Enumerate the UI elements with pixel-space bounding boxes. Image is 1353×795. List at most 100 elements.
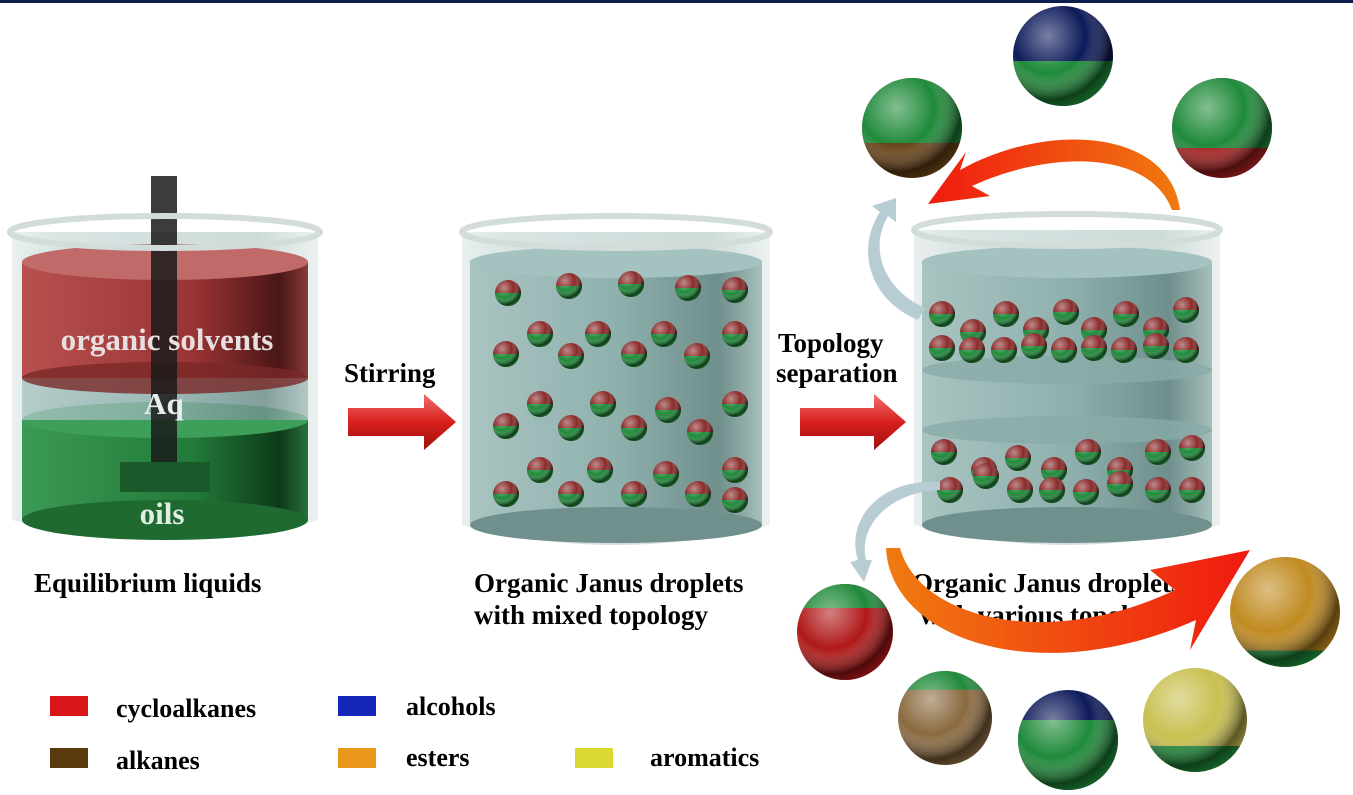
janus-droplet (493, 341, 519, 367)
janus-droplet (991, 337, 1017, 363)
separation-arrow (800, 394, 906, 450)
janus-droplet (1075, 439, 1101, 465)
janus-droplet (621, 481, 647, 507)
janus-droplet (1039, 477, 1065, 503)
janus-droplet (558, 481, 584, 507)
legend-item-alcohols: alcohols (338, 692, 496, 721)
janus-droplet (1007, 477, 1033, 503)
janus-droplet (1143, 333, 1169, 359)
janus-droplet (1051, 337, 1077, 363)
janus-droplet (993, 301, 1019, 327)
janus-droplet (558, 415, 584, 441)
janus-droplet (722, 321, 748, 347)
janus-droplet (1018, 690, 1118, 790)
beaker-equilibrium: organic solvents Aq oils (7, 176, 323, 540)
janus-droplet (1111, 337, 1137, 363)
svg-text:alcohols: alcohols (406, 692, 496, 721)
svg-text:aromatics: aromatics (650, 743, 759, 772)
janus-droplet (556, 273, 582, 299)
janus-droplet (527, 391, 553, 417)
janus-droplet (653, 461, 679, 487)
janus-droplet (585, 321, 611, 347)
janus-droplet (1041, 457, 1067, 483)
janus-droplet (495, 280, 521, 306)
janus-droplet (621, 415, 647, 441)
janus-droplet (587, 457, 613, 483)
janus-droplet (618, 271, 644, 297)
stirring-label: Stirring (344, 358, 436, 388)
caption-mixed-line2: with mixed topology (474, 600, 709, 630)
janus-droplet (937, 477, 963, 503)
janus-droplet (651, 321, 677, 347)
janus-droplet (1172, 78, 1272, 178)
svg-text:cycloalkanes: cycloalkanes (116, 694, 256, 723)
janus-droplet (1179, 477, 1205, 503)
janus-droplet (973, 463, 999, 489)
janus-droplet (1173, 297, 1199, 323)
legend-item-esters: esters (338, 743, 470, 772)
janus-droplet (1230, 557, 1340, 667)
small-arrow-bottom (850, 481, 940, 582)
janus-droplet (527, 457, 553, 483)
droplets-separated (929, 297, 1205, 505)
janus-droplet (1073, 479, 1099, 505)
topology-label-line2: separation (776, 358, 898, 388)
legend-item-cycloalkanes: cycloalkanes (50, 694, 256, 723)
janus-droplet (493, 413, 519, 439)
stirring-arrow (348, 394, 456, 450)
caption-mixed-line1: Organic Janus droplets (474, 568, 744, 598)
janus-droplet (1053, 299, 1079, 325)
janus-droplet (655, 397, 681, 423)
janus-droplet (527, 321, 553, 347)
legend: cycloalkanes alcohols alkanes esters aro… (50, 692, 759, 775)
legend-item-alkanes: alkanes (50, 746, 200, 775)
janus-droplet (1005, 445, 1031, 471)
topology-label-line1: Topology (778, 328, 884, 358)
janus-droplet (685, 481, 711, 507)
beaker-separated (911, 211, 1223, 545)
janus-droplet (590, 391, 616, 417)
janus-droplet (931, 439, 957, 465)
janus-droplet (722, 487, 748, 513)
beaker-mixed (459, 213, 773, 545)
janus-droplet (1081, 335, 1107, 361)
janus-droplet (558, 343, 584, 369)
caption-equilibrium: Equilibrium liquids (34, 568, 261, 598)
janus-droplet (1179, 435, 1205, 461)
janus-droplet (797, 584, 893, 680)
janus-droplet (929, 301, 955, 327)
stirrer-blade (120, 462, 210, 492)
curved-arrow-top (928, 139, 1180, 210)
janus-droplet (1145, 477, 1171, 503)
top-border (0, 0, 1353, 3)
organic-solvents-label: organic solvents (61, 322, 274, 357)
janus-droplet (898, 671, 992, 765)
janus-droplet (862, 78, 962, 178)
oils-label: oils (140, 496, 185, 531)
janus-droplet (621, 341, 647, 367)
svg-text:alkanes: alkanes (116, 746, 200, 775)
stirrer-shaft (151, 176, 177, 476)
janus-droplet (1107, 471, 1133, 497)
droplets-mixed (493, 271, 748, 513)
curved-arrow-bottom (886, 548, 1250, 653)
janus-droplet (1021, 333, 1047, 359)
janus-droplet (1113, 301, 1139, 327)
janus-droplet (722, 391, 748, 417)
janus-droplet (687, 419, 713, 445)
topology-droplets (797, 6, 1340, 790)
janus-droplet (1145, 439, 1171, 465)
janus-droplet (959, 337, 985, 363)
small-arrow-top (868, 198, 925, 320)
janus-droplet (1173, 337, 1199, 363)
janus-droplet (722, 277, 748, 303)
janus-droplet (1143, 668, 1247, 772)
legend-item-aromatics: aromatics (575, 743, 759, 772)
svg-text:esters: esters (406, 743, 470, 772)
janus-droplet (1013, 6, 1113, 106)
janus-droplet (929, 335, 955, 361)
janus-droplet (722, 457, 748, 483)
janus-droplet (493, 481, 519, 507)
janus-droplet (675, 275, 701, 301)
